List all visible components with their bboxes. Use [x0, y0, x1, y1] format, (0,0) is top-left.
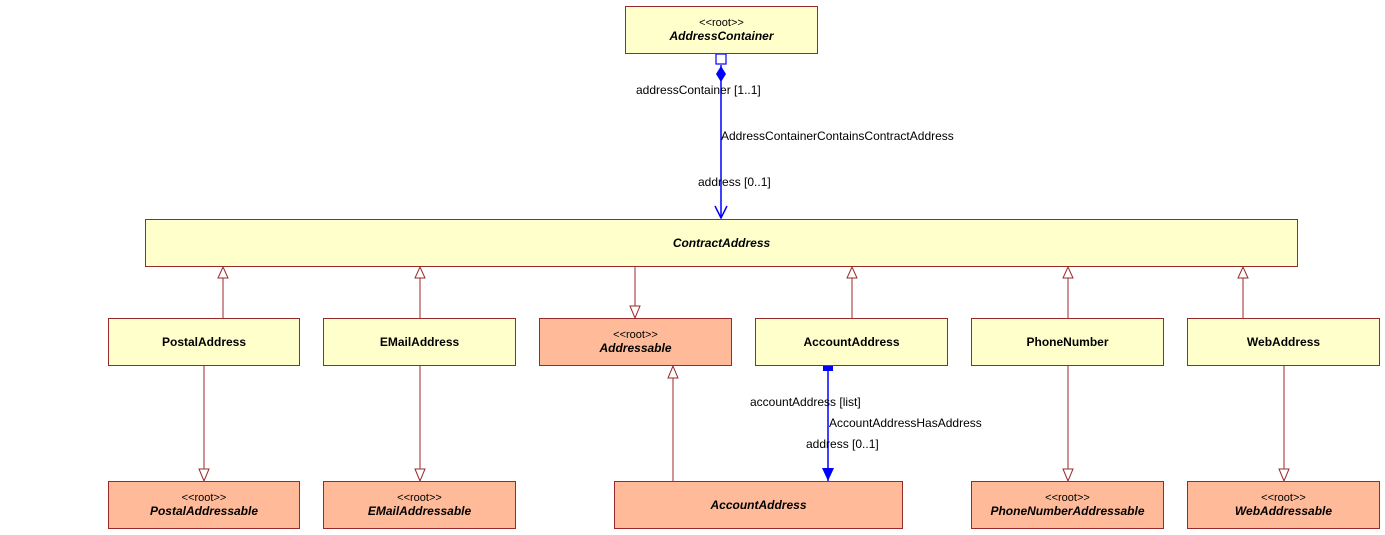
class-postal-address[interactable]: PostalAddress: [108, 318, 300, 366]
generalization-triangle-icon: [629, 305, 641, 320]
class-contract-address[interactable]: ContractAddress: [145, 219, 1298, 267]
stereotype-label: <<root>>: [1045, 492, 1090, 504]
association-name-label: AccountAddressHasAddress: [829, 416, 982, 430]
association-name-label: AddressContainerContainsContractAddress: [721, 129, 954, 143]
role-label-account-address: accountAddress [list]: [750, 395, 861, 409]
generalization-triangle-icon: [1062, 265, 1074, 279]
generalization-postal-to-contract: [217, 265, 229, 318]
generalization-contract-to-addressable: [629, 267, 641, 320]
class-email-addressable[interactable]: <<root>> EMailAddressable: [323, 481, 516, 529]
stereotype-label: <<root>>: [181, 492, 227, 504]
generalization-triangle-icon: [846, 265, 858, 279]
generalization-phone-to-contract: [1062, 265, 1074, 318]
class-name: ContractAddress: [672, 236, 771, 250]
generalization-postal-to-postal-addressable: [198, 366, 210, 483]
class-phone-number[interactable]: PhoneNumber: [971, 318, 1164, 366]
stereotype-label: <<root>>: [1261, 492, 1306, 504]
role-label-address-container: addressContainer [1..1]: [636, 83, 761, 97]
generalization-triangle-icon: [1278, 468, 1290, 483]
association-port-icon: [823, 366, 833, 371]
class-name: EMailAddress: [379, 335, 460, 349]
generalization-email-to-email-addressable: [414, 366, 426, 483]
class-name: PhoneNumberAddressable: [990, 504, 1145, 518]
class-phone-number-addressable[interactable]: <<root>> PhoneNumberAddressable: [971, 481, 1164, 529]
class-web-address[interactable]: WebAddress: [1187, 318, 1380, 366]
generalization-triangle-icon: [414, 468, 426, 483]
generalization-triangle-icon: [1062, 468, 1074, 483]
generalization-triangle-icon: [667, 364, 679, 379]
stereotype-label: <<root>>: [397, 492, 442, 504]
generalization-web-to-web-addressable: [1278, 366, 1290, 483]
navigable-arrow-icon: [714, 205, 728, 220]
role-label-address: address [0..1]: [698, 175, 771, 189]
class-name: PostalAddress: [161, 335, 247, 349]
class-name: EMailAddressable: [367, 504, 472, 518]
role-label-address: address [0..1]: [806, 437, 879, 451]
generalization-web-to-contract: [1237, 265, 1249, 318]
class-name: Addressable: [599, 341, 672, 355]
class-name: PhoneNumber: [1026, 335, 1109, 349]
generalization-account-to-contract: [846, 265, 858, 318]
class-name: WebAddress: [1246, 335, 1321, 349]
navigable-arrow-icon: [822, 468, 834, 481]
generalization-triangle-icon: [414, 265, 426, 279]
association-account-address-has-address: [822, 366, 834, 481]
stereotype-label: <<root>>: [613, 329, 658, 341]
class-addressable[interactable]: <<root>> Addressable: [539, 318, 732, 366]
class-name: AccountAddress: [710, 498, 807, 512]
class-email-address[interactable]: EMailAddress: [323, 318, 516, 366]
generalization-triangle-icon: [217, 265, 229, 279]
class-name: AddressContainer: [669, 29, 774, 43]
class-name: AccountAddress: [803, 335, 900, 349]
stereotype-label: <<root>>: [699, 17, 744, 29]
generalization-account-root-to-addressable: [667, 364, 679, 481]
association-container-contains-contract-address: [714, 53, 728, 220]
class-web-addressable[interactable]: <<root>> WebAddressable: [1187, 481, 1380, 529]
generalization-phone-to-phone-addressable: [1062, 366, 1074, 483]
class-account-address-root[interactable]: AccountAddress: [614, 481, 903, 529]
composition-diamond-icon: [716, 66, 726, 82]
class-address-container[interactable]: <<root>> AddressContainer: [625, 6, 818, 54]
generalization-triangle-icon: [198, 468, 210, 483]
class-postal-addressable[interactable]: <<root>> PostalAddressable: [108, 481, 300, 529]
composition-port-icon: [715, 53, 727, 65]
generalization-triangle-icon: [1237, 265, 1249, 279]
generalization-email-to-contract: [414, 265, 426, 318]
class-name: WebAddressable: [1234, 504, 1333, 518]
class-account-address[interactable]: AccountAddress: [755, 318, 948, 366]
class-name: PostalAddressable: [149, 504, 259, 518]
